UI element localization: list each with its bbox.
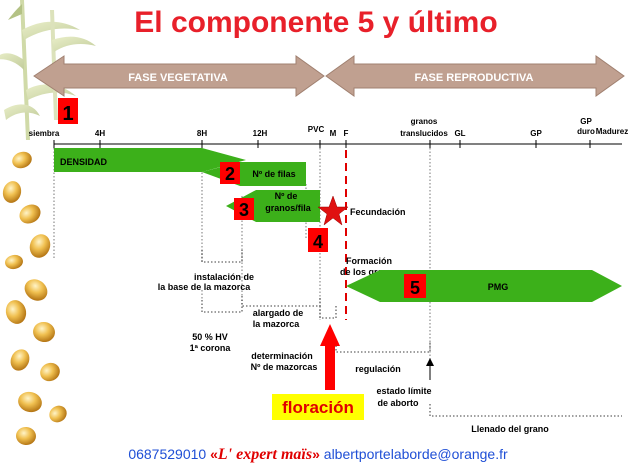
label-llenado: Llenado del grano	[471, 424, 549, 434]
label-estado-2: de aborto	[377, 398, 419, 408]
bracket-regulacion	[335, 342, 431, 353]
label-alargado-2: la mazorca	[253, 319, 301, 329]
stage-granos: granos	[411, 117, 438, 126]
stage-madurez: Madurez	[596, 127, 628, 136]
stage-gp-duro-2: duro	[577, 127, 595, 136]
footer: 0687529010 «L' expert maïs» albertportel…	[128, 446, 508, 463]
timeline-ticks	[53, 140, 591, 148]
number-5: 5	[410, 278, 420, 298]
number-4: 4	[313, 232, 323, 252]
label-determinacion-1: determinación	[251, 351, 313, 361]
arrow-aborto	[426, 358, 434, 380]
label-densidad: DENSIDAD	[60, 157, 108, 167]
stage-4h: 4H	[95, 129, 105, 138]
label-regulacion: regulación	[355, 364, 401, 374]
phase-label-reproductive: FASE REPRODUCTIVA	[415, 72, 534, 84]
component-4: Fecundación 4	[308, 195, 406, 252]
label-formacion-1: Formación	[346, 256, 392, 266]
label-hv-1: 50 % HV	[192, 332, 228, 342]
footer-email[interactable]: albertportelaborde@orange.fr	[323, 446, 508, 462]
number-box-2	[220, 162, 240, 184]
component-5: Formación de los granos 5 PMG	[340, 256, 622, 302]
label-granos-1: Nº de	[275, 191, 298, 201]
bracket-hv	[201, 300, 243, 313]
number-box-1	[58, 98, 78, 124]
bracket-llenado	[429, 404, 622, 417]
stage-8h: 8H	[197, 129, 207, 138]
component-1: 1 DENSIDAD	[54, 98, 246, 172]
page-title: El componente 5 y último	[134, 6, 498, 39]
label-alargado-1: alargado de	[253, 308, 304, 318]
stage-gl: GL	[454, 129, 465, 138]
bar-densidad	[54, 148, 246, 172]
star-icon	[317, 195, 349, 226]
stage-gp-duro-1: GP	[580, 117, 592, 126]
label-instalacion-1: instalación de	[194, 272, 254, 282]
stage-gp: GP	[530, 129, 542, 138]
footer-phone: 0687529010	[128, 446, 207, 462]
label-determinacion-2: Nº de mazorcas	[251, 362, 318, 372]
corn-kernel-illustration	[2, 151, 67, 446]
label-pmg: PMG	[488, 282, 509, 292]
component-2: 2 Nº de filas	[202, 162, 306, 186]
phase-arrow-reproductive: FASE REPRODUCTIVA	[325, 55, 625, 97]
label-fecundacion: Fecundación	[350, 207, 406, 217]
label-floracion: floración	[282, 398, 354, 417]
stage-m: M	[330, 129, 337, 138]
number-2: 2	[225, 164, 235, 184]
number-3: 3	[239, 200, 249, 220]
bracket-alargado	[241, 296, 321, 307]
label-instalacion-2: la base de la mazorca	[158, 282, 252, 292]
label-formacion-2: de los granos	[340, 267, 399, 277]
bar-pmg	[346, 270, 622, 302]
label-hv-2: 1ª corona	[190, 343, 232, 353]
floracion-box	[272, 394, 364, 420]
stage-siembra: siembra	[29, 129, 60, 138]
label-estado-1: estado límite	[376, 386, 431, 396]
component-3: 3 Nº de granos/fila	[226, 190, 320, 222]
label-filas: Nº de filas	[252, 169, 295, 179]
stage-translucidos: translucidos	[400, 129, 448, 138]
floracion-arrow	[320, 324, 340, 390]
number-box-3	[234, 198, 254, 220]
phase-label-vegetative: FASE VEGETATIVA	[128, 72, 228, 84]
stage-pvc: PVC	[308, 125, 325, 134]
stage-12h: 12H	[253, 129, 268, 138]
number-1: 1	[62, 103, 73, 125]
bracket-instalacion	[201, 250, 243, 263]
footer-brand: L' expert maïs	[217, 446, 313, 463]
bracket-determinacion	[319, 306, 337, 319]
phase-arrow-vegetative: FASE VEGETATIVA	[33, 55, 325, 97]
label-granos-2: granos/fila	[265, 203, 312, 213]
number-box-4	[308, 228, 328, 252]
stage-f: F	[344, 129, 349, 138]
number-box-5	[404, 274, 426, 298]
